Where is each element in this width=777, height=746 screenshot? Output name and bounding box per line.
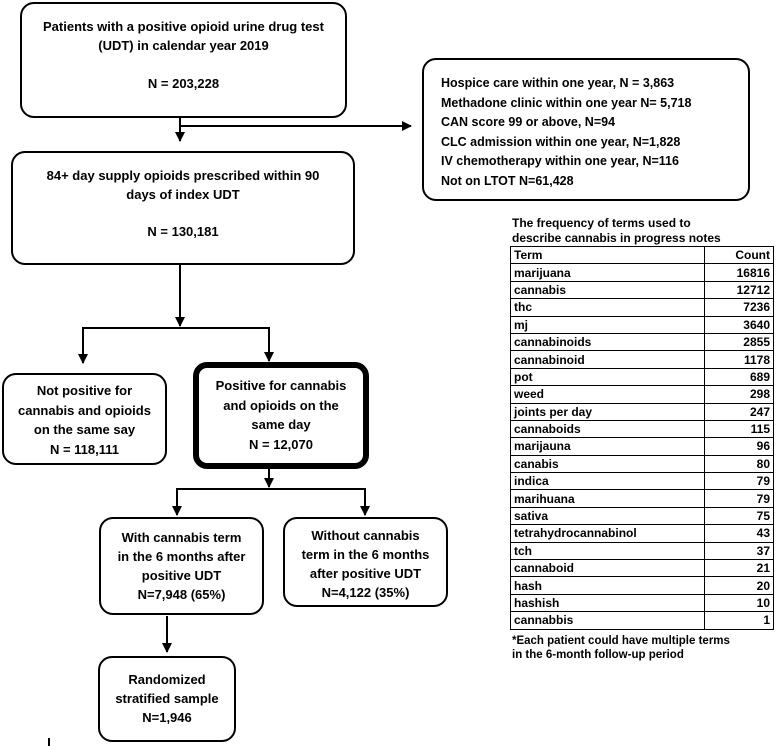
not-positive-text: Not positive for cannabis and opioids on… bbox=[18, 383, 151, 457]
table-footnote: *Each patient could have multiple terms … bbox=[512, 635, 730, 661]
exclusion-line: Hospice care within one year, N = 3,863 bbox=[441, 76, 675, 90]
randomized-sample-text: Randomized stratified sample N=1,946 bbox=[115, 672, 219, 725]
randomized-sample-box: Randomized stratified sample N=1,946 bbox=[98, 656, 236, 742]
term-cell: sativa bbox=[510, 506, 705, 526]
positive-cannabis-opioid-box: Positive for cannabis and opioids on the… bbox=[193, 362, 369, 469]
count-cell: 37 bbox=[704, 541, 774, 561]
count-cell: 79 bbox=[704, 472, 774, 491]
term-cell: tetrahydrocannabinol bbox=[510, 524, 705, 543]
without-cannabis-term-text: Without cannabis term in the 6 months af… bbox=[301, 528, 430, 600]
start-population-text: Patients with a positive opioid urine dr… bbox=[43, 19, 324, 53]
terms-table-title-line: The frequency of terms used to bbox=[512, 216, 691, 230]
opioid-supply-box: 84+ day supply opioids prescribed within… bbox=[11, 151, 355, 265]
term-cell: cannabbis bbox=[510, 611, 705, 630]
term-cell: thc bbox=[510, 298, 705, 317]
term-cell: cannabinoid bbox=[510, 350, 705, 369]
count-cell: 10 bbox=[704, 593, 774, 613]
header-count: Count bbox=[704, 245, 774, 265]
exclusion-line: Not on LTOT N=61,428 bbox=[441, 173, 574, 188]
count-cell: 7236 bbox=[704, 298, 774, 317]
exclusion-criteria-box: Hospice care within one year, N = 3,863 … bbox=[422, 58, 750, 201]
term-cell: weed bbox=[510, 385, 705, 404]
stray-mark bbox=[48, 738, 50, 746]
count-cell: 3640 bbox=[704, 315, 774, 334]
term-cell: cannabinoids bbox=[510, 332, 705, 352]
exclusion-line: CAN score 99 or above, N=94 bbox=[441, 115, 616, 129]
count-cell: 43 bbox=[704, 524, 774, 543]
count-cell: 115 bbox=[704, 419, 774, 439]
count-cell: 1 bbox=[704, 611, 774, 630]
terms-table-title-line: describe cannabis in progress notes bbox=[512, 231, 721, 245]
count-cell: 12712 bbox=[704, 280, 774, 300]
count-cell: 16816 bbox=[704, 263, 774, 282]
count-cell: 79 bbox=[704, 489, 774, 508]
count-cell: 75 bbox=[704, 506, 774, 526]
exclusion-line: Methadone clinic within one year N= 5,71… bbox=[441, 95, 692, 110]
term-cell: cannaboid bbox=[510, 559, 705, 578]
term-cell: marijauna bbox=[510, 437, 705, 456]
term-cell: hash bbox=[510, 576, 705, 595]
exclusion-line: CLC admission within one year, N=1,828 bbox=[441, 134, 681, 149]
not-positive-box: Not positive for cannabis and opioids on… bbox=[2, 373, 167, 465]
count-cell: 21 bbox=[704, 559, 774, 578]
count-cell: 96 bbox=[704, 437, 774, 456]
term-cell: pot bbox=[510, 367, 705, 387]
count-cell: 247 bbox=[704, 402, 774, 421]
term-cell: cannabis bbox=[510, 280, 705, 300]
term-cell: hashish bbox=[510, 593, 705, 613]
count-cell: 1178 bbox=[704, 350, 774, 369]
with-cannabis-term-text: With cannabis term in the 6 months after… bbox=[117, 530, 246, 602]
count-cell: 80 bbox=[704, 454, 774, 474]
opioid-supply-text: 84+ day supply opioids prescribed within… bbox=[46, 168, 320, 202]
count-cell: 20 bbox=[704, 576, 774, 595]
count-cell: 689 bbox=[704, 367, 774, 387]
positive-cannabis-opioid-text: Positive for cannabis and opioids on the… bbox=[215, 378, 347, 452]
without-cannabis-term-box: Without cannabis term in the 6 months af… bbox=[283, 517, 448, 607]
table-header-row: Term Count bbox=[510, 245, 774, 265]
term-cell: canabis bbox=[510, 454, 705, 474]
term-cell: mj bbox=[510, 315, 705, 334]
start-population-n: N = 203,228 bbox=[147, 76, 220, 91]
terms-table-title: The frequency of terms used to describe … bbox=[512, 216, 762, 246]
term-cell: indica bbox=[510, 472, 705, 491]
opioid-supply-n: N = 130,181 bbox=[147, 224, 219, 239]
term-cell: cannaboids bbox=[510, 419, 705, 439]
start-population-box: Patients with a positive opioid urine dr… bbox=[20, 2, 347, 118]
exclusion-line: IV chemotherapy within one year, N=116 bbox=[441, 154, 679, 168]
term-cell: marijuana bbox=[510, 263, 705, 282]
with-cannabis-term-box: With cannabis term in the 6 months after… bbox=[99, 517, 264, 615]
term-cell: tch bbox=[510, 541, 705, 561]
header-term: Term bbox=[510, 245, 705, 265]
term-cell: marihuana bbox=[510, 489, 705, 508]
count-cell: 298 bbox=[704, 385, 774, 404]
count-cell: 2855 bbox=[704, 332, 774, 352]
term-cell: joints per day bbox=[510, 402, 705, 421]
